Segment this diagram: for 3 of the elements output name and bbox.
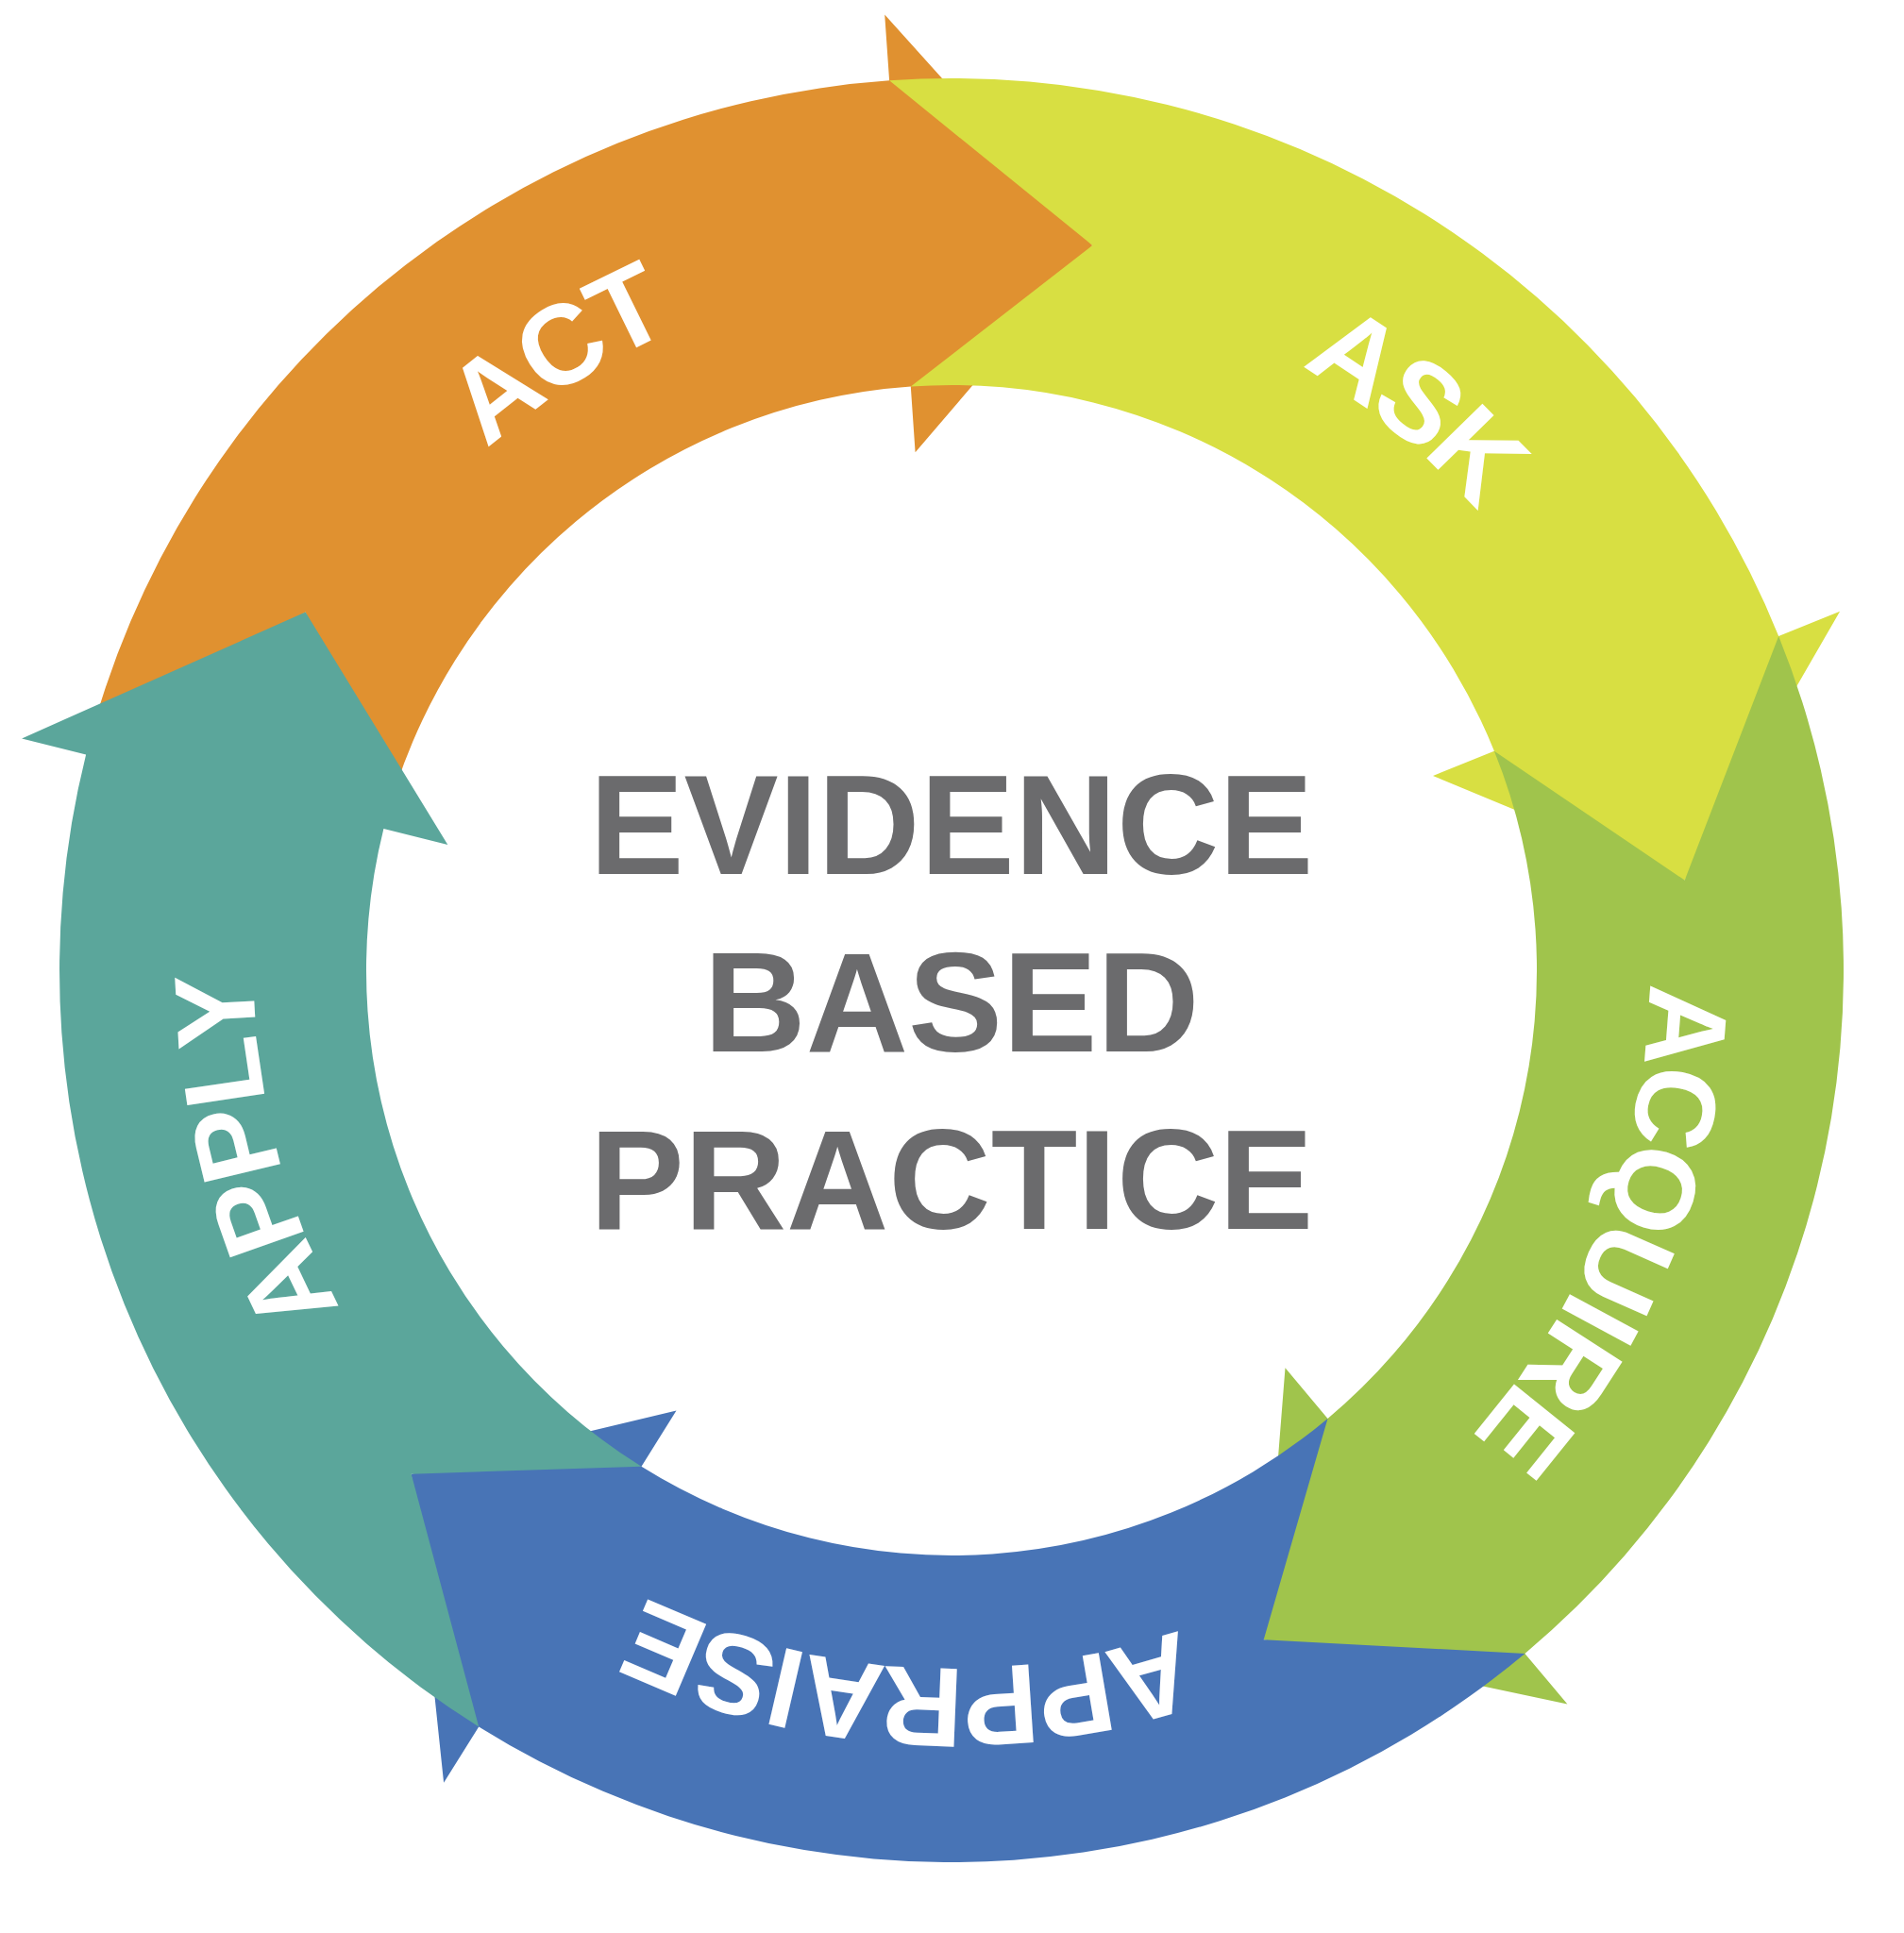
stage-label: APPRAISE bbox=[603, 1575, 1209, 1773]
title: EVIDENCE BASED PRACTICE bbox=[588, 745, 1315, 1261]
stage-label: ACT bbox=[422, 236, 685, 467]
